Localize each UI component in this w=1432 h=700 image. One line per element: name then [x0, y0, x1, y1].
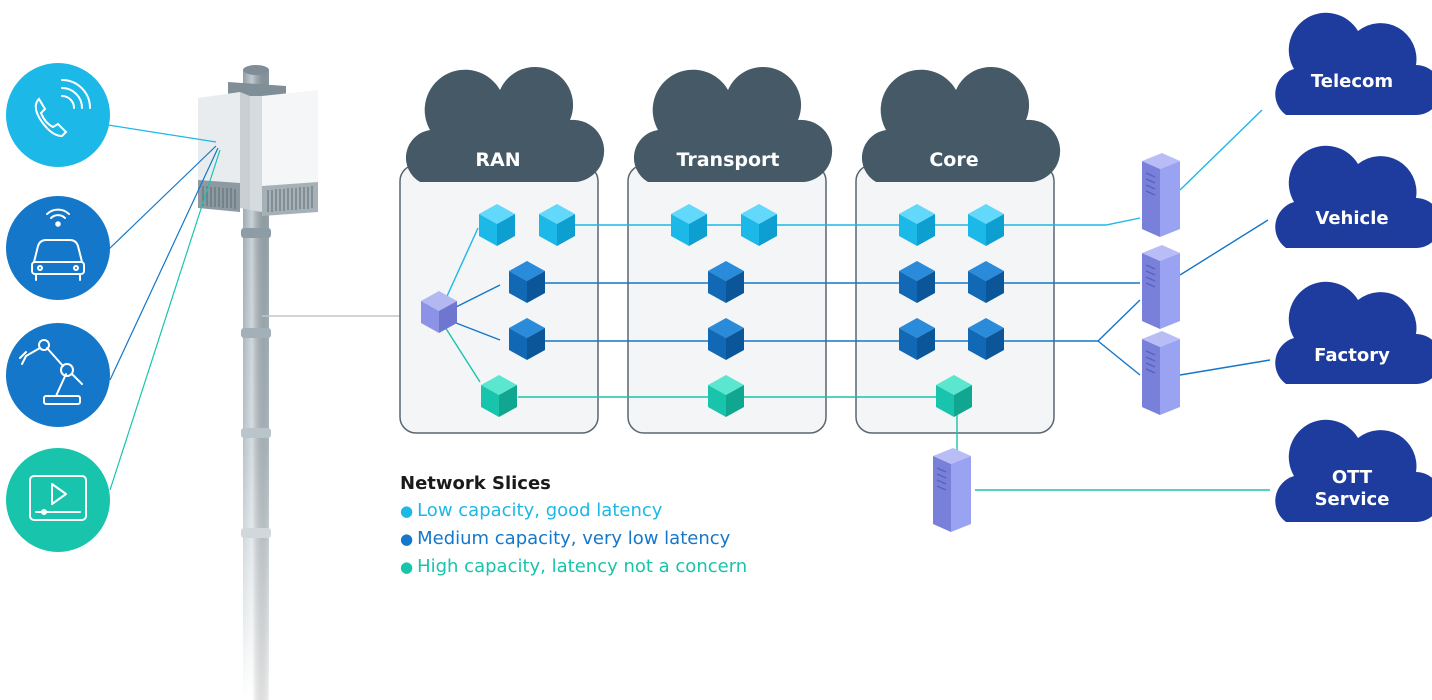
slice-lines — [437, 109, 1271, 491]
robot-arm-icon — [6, 323, 110, 427]
server-ott — [932, 447, 972, 533]
cloud-transport-label: Transport — [676, 149, 779, 171]
cloud-ran: RAN — [405, 66, 605, 182]
legend-title: Network Slices — [400, 473, 551, 494]
bullet-icon: ● — [400, 502, 414, 520]
cloud-ran-label: RAN — [475, 149, 520, 171]
legend-item-medium: ●Medium capacity, very low latency — [400, 525, 747, 553]
cloud-factory: Factory — [1275, 281, 1432, 384]
server-vehicle — [1141, 244, 1181, 330]
legend-item-medium-label: Medium capacity, very low latency — [417, 528, 731, 549]
cloud-factory-label: Factory — [1314, 345, 1390, 366]
cloud-ott-label-line1: OTT — [1332, 467, 1373, 488]
network-slices-legend: Network Slices ●Low capacity, good laten… — [400, 470, 747, 581]
server-telecom — [1141, 152, 1181, 238]
video-play-icon — [6, 448, 110, 552]
cloud-vehicle-label: Vehicle — [1315, 208, 1388, 229]
cloud-core: Core — [861, 66, 1061, 182]
bullet-icon: ● — [400, 558, 414, 576]
connected-car-icon — [6, 196, 110, 300]
legend-item-high-label: High capacity, latency not a concern — [417, 556, 748, 577]
cloud-telecom-label: Telecom — [1311, 71, 1393, 92]
cloud-vehicle: Vehicle — [1275, 145, 1432, 248]
cloud-ott-label-line2: Service — [1315, 489, 1390, 510]
legend-item-low: ●Low capacity, good latency — [400, 497, 747, 525]
phone-icon — [6, 63, 110, 167]
cloud-transport: Transport — [633, 66, 833, 182]
bullet-icon: ● — [400, 530, 414, 548]
device-links — [107, 124, 221, 491]
cloud-ott: OTT Service — [1275, 419, 1432, 522]
cell-tower — [198, 65, 318, 700]
cloud-core-label: Core — [929, 149, 978, 171]
cloud-telecom: Telecom — [1275, 12, 1432, 115]
legend-item-high: ●High capacity, latency not a concern — [400, 553, 747, 581]
legend-item-low-label: Low capacity, good latency — [417, 500, 663, 521]
antenna-panels — [198, 82, 318, 216]
server-factory — [1141, 330, 1181, 416]
